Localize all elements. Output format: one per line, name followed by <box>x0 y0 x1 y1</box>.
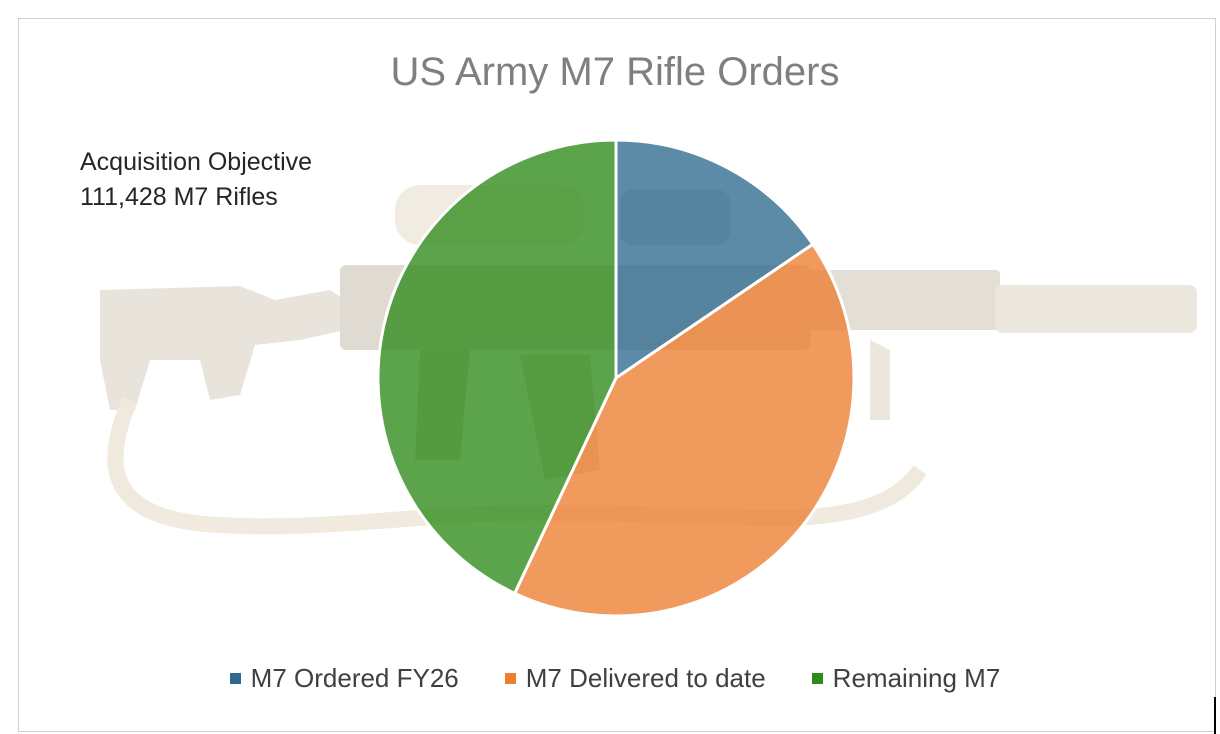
pie-slices <box>376 138 856 618</box>
legend-item-delivered: M7 Delivered to date <box>504 663 766 694</box>
legend-swatch-delivered <box>504 673 516 684</box>
legend-label-delivered: M7 Delivered to date <box>525 663 766 693</box>
annotation-line-2: 111,428 M7 Rifles <box>80 183 278 211</box>
pie-slice-ordered <box>614 138 815 381</box>
cursor-edge-mark <box>1214 697 1216 734</box>
legend-swatch-remaining <box>811 673 823 684</box>
legend-item-remaining: Remaining M7 <box>811 663 1001 694</box>
chart-legend: M7 Ordered FY26 M7 Delivered to date Rem… <box>0 663 1220 694</box>
pie-slice-delivered <box>512 242 856 618</box>
legend-swatch-ordered <box>229 673 241 684</box>
pie-slice-remaining <box>376 138 618 596</box>
legend-item-ordered: M7 Ordered FY26 <box>229 663 459 694</box>
acquisition-objective-annotation: Acquisition Objective 111,428 M7 Rifles <box>80 145 312 215</box>
chart-title: US Army M7 Rifle Orders <box>390 50 840 94</box>
legend-label-ordered: M7 Ordered FY26 <box>250 663 459 693</box>
annotation-line-1: Acquisition Objective <box>80 148 313 176</box>
legend-label-remaining: Remaining M7 <box>832 663 1001 693</box>
